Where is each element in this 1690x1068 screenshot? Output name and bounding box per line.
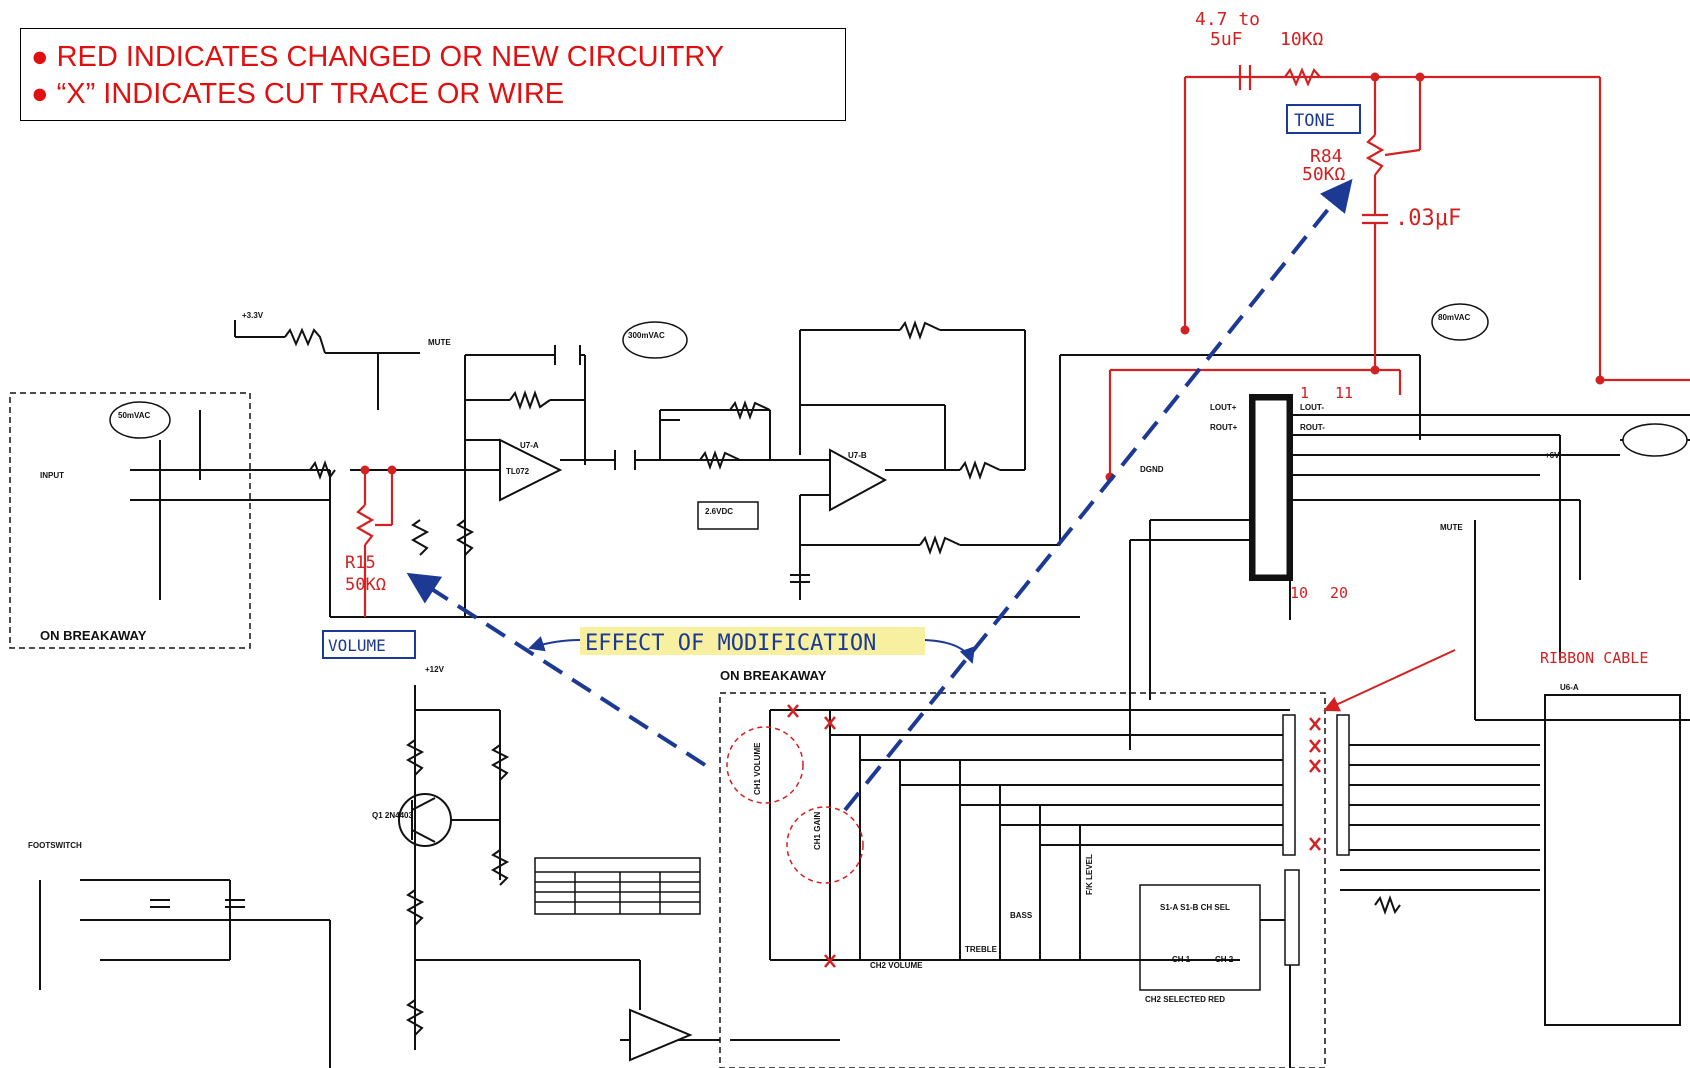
u7b-label: U7-B [848, 451, 867, 460]
bass-label: BASS [1010, 911, 1033, 920]
dgnd-label: DGND [1140, 465, 1164, 474]
resistors [284, 320, 1651, 1036]
r84-label: R84 [1310, 146, 1343, 167]
ch2-volume-label: CH2 VOLUME [870, 961, 923, 970]
mute-label-1: MUTE [428, 338, 451, 347]
on-breakaway-left-label: ON BREAKAWAY [40, 628, 147, 643]
rout-minus-label: ROUT- [1300, 423, 1325, 432]
pin-10-label: 10 [1290, 584, 1308, 602]
plus33v-label: +3.3V [242, 311, 264, 320]
fk-level-label: F/K LEVEL [1085, 854, 1094, 895]
ch1-label: CH 1 [1172, 955, 1191, 964]
tone-label: TONE [1294, 111, 1335, 131]
tp17-label: 300mVAC [628, 331, 665, 340]
red-volume-pot [355, 470, 394, 617]
red-junctions [360, 72, 1605, 482]
opamp-u7b [829, 448, 888, 512]
red-tone-circuit [1108, 65, 1690, 477]
tp16-label: 50mVAC [118, 411, 151, 420]
input-label: INPUT [40, 471, 64, 480]
r15-value: 50KΩ [345, 575, 386, 595]
ch1-gain-label: CH1 GAIN [813, 812, 822, 850]
effect-label: EFFECT OF MODIFICATION [585, 631, 876, 656]
ribbon-cable-arrow [1323, 649, 1456, 712]
u7a-label: U7-A [520, 441, 539, 450]
cap-03-label: .03μF [1395, 206, 1461, 231]
tl072-label: TL072 [506, 467, 530, 476]
legend-box: ● RED INDICATES CHANGED OR NEW CIRCUITRY… [20, 28, 846, 121]
black-wiring [9, 320, 1690, 1068]
lout-plus-label: LOUT+ [1210, 403, 1237, 412]
tp15-label: 2.6VDC [705, 507, 733, 516]
test-points [109, 303, 1688, 530]
tp10-table [534, 857, 701, 915]
pin-1-label: 1 [1300, 384, 1309, 402]
opamp-u7a [499, 438, 563, 502]
ch1-volume-label: CH1 VOLUME [753, 742, 762, 795]
r84-value: 50KΩ [1302, 164, 1346, 185]
res-value-top: 10KΩ [1280, 29, 1324, 50]
effect-arrows [406, 178, 1353, 812]
blue-boxes [322, 104, 1361, 659]
legend-x-note: ● “X” INDICATES CUT TRACE OR WIRE [31, 78, 565, 110]
ribbon-cable-label: RIBBON CABLE [1540, 649, 1648, 667]
ch2-selected-label: CH2 SELECTED RED [1145, 995, 1225, 1004]
q1-label: Q1 2N4403 [372, 811, 413, 820]
lout-minus-label: LOUT- [1300, 403, 1324, 412]
mute-label-2: MUTE [1440, 523, 1463, 532]
ch2-label: CH 2 [1215, 955, 1234, 964]
rout-plus-label: ROUT+ [1210, 423, 1238, 432]
ic-pin-labels: LOUT+ LOUT- ROUT+ ROUT- U6-A [1210, 403, 1579, 692]
legend-red-note: ● RED INDICATES CHANGED OR NEW CIRCUITRY [31, 41, 725, 73]
effect-highlight [580, 627, 925, 655]
tp18-label: 80mVAC [1438, 313, 1471, 322]
ic-chip [1249, 394, 1681, 1026]
effect-curve-arrows [528, 636, 975, 664]
footswitch-label: FOOTSWITCH [28, 841, 82, 850]
plus12v-label: +12V [425, 665, 445, 674]
pin-20-label: 20 [1330, 584, 1348, 602]
on-breakaway-bottom-label: ON BREAKAWAY [720, 668, 827, 683]
u6a-label: U6-A [1560, 683, 1579, 692]
r15-label: R15 [345, 553, 376, 573]
red-annotations: 4.7 to 5uF 10KΩ R84 50KΩ .03μF R15 50KΩ … [345, 9, 1648, 667]
pin-11-label: 11 [1335, 384, 1353, 402]
treble-label: TREBLE [965, 945, 998, 954]
red-dashed-circles [726, 726, 864, 884]
test-point-labels: 50mVAC 300mVAC 80mVAC 2.6VDC [118, 313, 1471, 516]
transistor-q1 [398, 793, 452, 847]
ch-sel-label: S1-A S1-B CH SEL [1160, 903, 1230, 912]
volume-label: VOLUME [328, 636, 386, 655]
black-labels: +3.3V MUTE MUTE INPUT FOOTSWITCH ON BREA… [28, 311, 1560, 1004]
cut-marks [787, 704, 1321, 968]
cap-value-line2: 5uF [1210, 29, 1243, 50]
capacitors [150, 345, 870, 908]
plus6v-label: +6V [1545, 451, 1560, 460]
opamp-u1a [629, 1008, 693, 1062]
cap-value-line1: 4.7 to [1195, 9, 1260, 30]
connectors [1282, 714, 1350, 966]
